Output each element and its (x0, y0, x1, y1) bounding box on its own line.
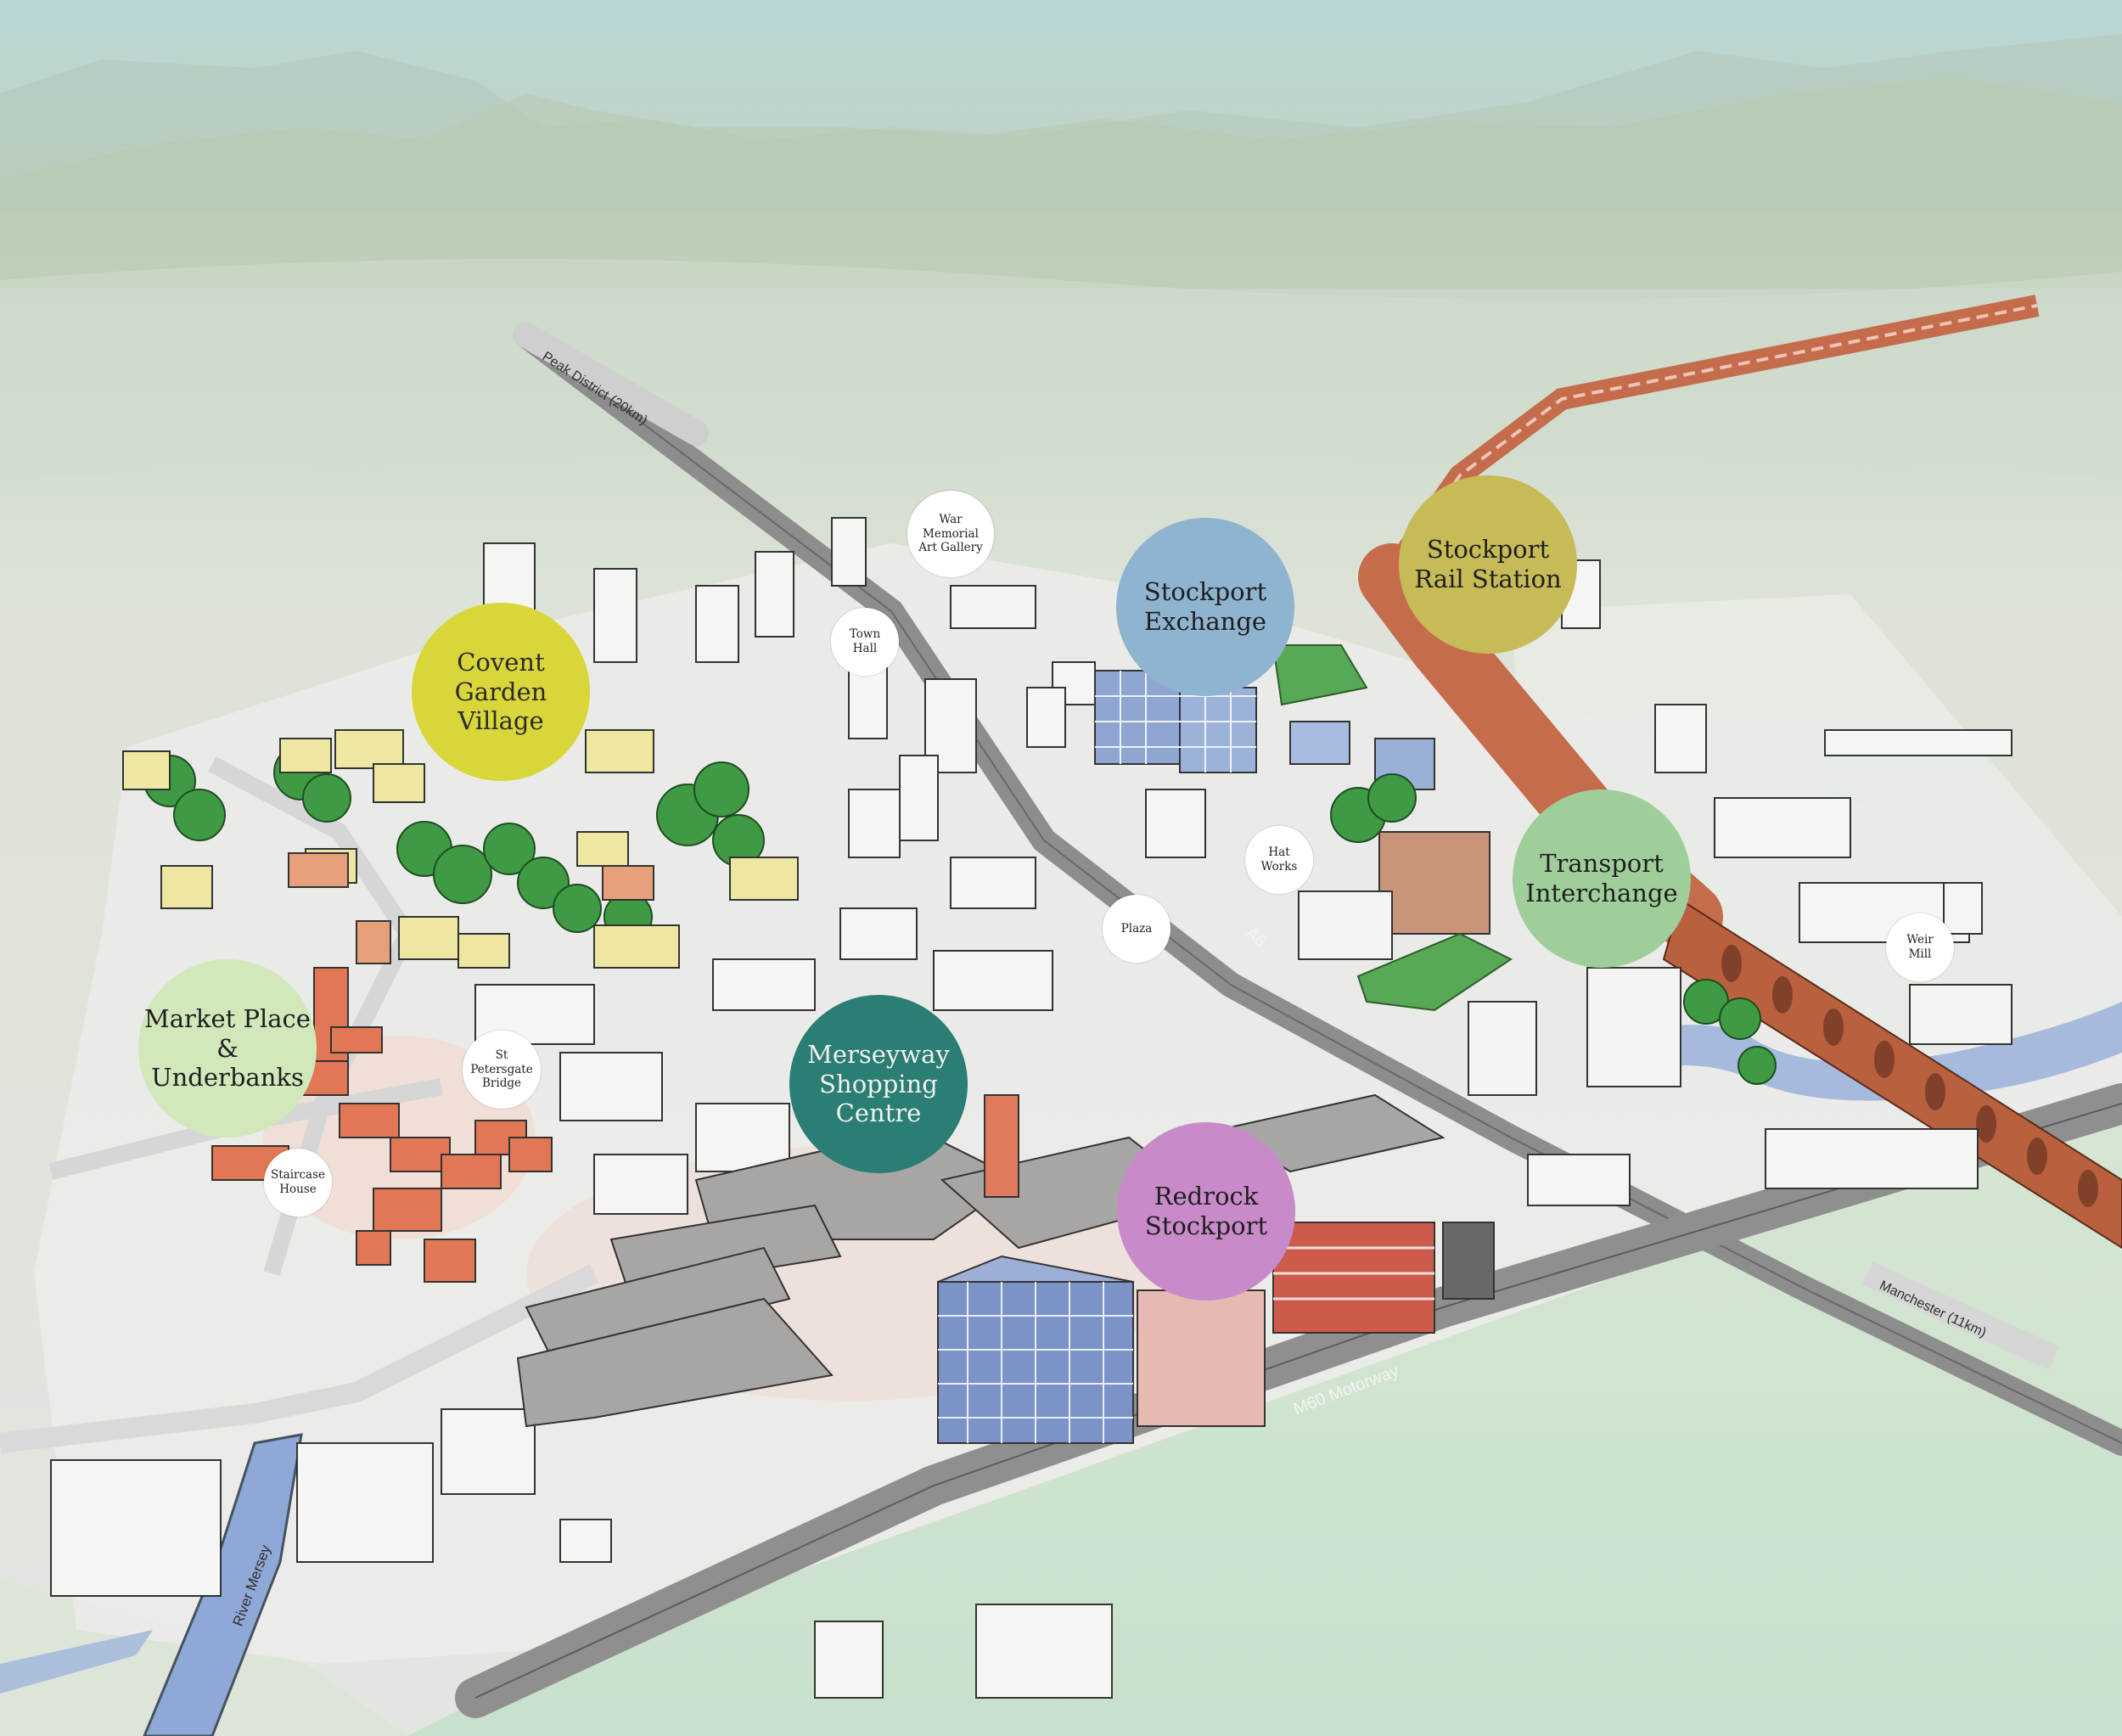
redrock-stockport-marker[interactable]: Redrock Stockport (1117, 1122, 1295, 1301)
stockport-rail-station-label: Stockport Rail Station (1414, 535, 1562, 593)
staircase-house-label: Staircase House (270, 1168, 326, 1196)
redrock-stockport-label: Redrock Stockport (1144, 1182, 1268, 1240)
town-hall-label: Town Hall (849, 627, 881, 655)
building-glass-office (937, 1255, 1134, 1444)
road-peak-district (514, 323, 709, 446)
river-goyt (1604, 1002, 2122, 1101)
buildings-market-place (211, 967, 553, 1283)
hat-works-label: Hat Works (1260, 846, 1298, 874)
staircase-house-marker[interactable]: Staircase House (264, 1149, 332, 1216)
buildings-covent-garden-orange (288, 852, 654, 964)
market-place-underbanks-marker[interactable]: Market Place & Underbanks (138, 959, 317, 1138)
river-south (0, 1630, 153, 1694)
market-place-underbanks-label: Market Place & Underbanks (144, 1003, 311, 1093)
stockport-exchange-label: Stockport Exchange (1143, 577, 1267, 636)
building-redrock-block (1137, 1289, 1266, 1427)
stockport-exchange-marker[interactable]: Stockport Exchange (1116, 518, 1294, 696)
building-interchange-residential-2 (1468, 1001, 1537, 1096)
railway-line (1399, 304, 2038, 562)
building-redrock-cinema (1272, 1222, 1495, 1334)
covent-garden-village-marker[interactable]: Covent Garden Village (412, 603, 590, 781)
plaza-marker[interactable]: Plaza (1103, 895, 1170, 963)
building-art-gallery (950, 585, 1036, 629)
road-manchester (1861, 1261, 2060, 1370)
plaza-label: Plaza (1120, 921, 1153, 935)
transport-interchange-marker[interactable]: Transport Interchange (1513, 789, 1691, 968)
war-memorial-art-gallery-label: War Memorial Art Gallery (918, 512, 983, 555)
stockport-rail-station-marker[interactable]: Stockport Rail Station (1399, 475, 1577, 654)
hills-near (0, 76, 2122, 289)
weir-mill-marker[interactable]: Weir Mill (1886, 913, 1954, 981)
transport-interchange-label: Transport Interchange (1525, 849, 1678, 907)
st-petersgate-bridge-marker[interactable]: St Petersgate Bridge (463, 1031, 541, 1109)
building-orange-tower (984, 1094, 1019, 1198)
road-west (0, 1264, 599, 1453)
hat-works-marker[interactable]: Hat Works (1245, 826, 1313, 894)
covent-garden-village-label: Covent Garden Village (454, 647, 547, 736)
road-a6-edge (525, 334, 2122, 1444)
building-weir-mill (1909, 984, 2013, 1045)
viaduct-arches (1721, 945, 2098, 1207)
greenery-north (0, 259, 2122, 475)
building-interchange-residential (1586, 967, 1681, 1087)
green-spaces (1272, 644, 1513, 1012)
town-hall-marker[interactable]: Town Hall (831, 608, 899, 676)
st-petersgate-bridge-label: St Petersgate Bridge (470, 1048, 533, 1091)
weir-mill-label: Weir Mill (1906, 933, 1934, 961)
merseyway-shopping-centre-marker[interactable]: Merseyway Shopping Centre (789, 995, 968, 1173)
merseyway-shopping-centre-label: Merseyway Shopping Centre (807, 1039, 950, 1128)
building-hat-works (1298, 890, 1393, 960)
building-interchange-tower (1378, 831, 1490, 935)
war-memorial-art-gallery-marker[interactable]: War Memorial Art Gallery (907, 491, 994, 577)
buildings-plain (50, 517, 2013, 1699)
